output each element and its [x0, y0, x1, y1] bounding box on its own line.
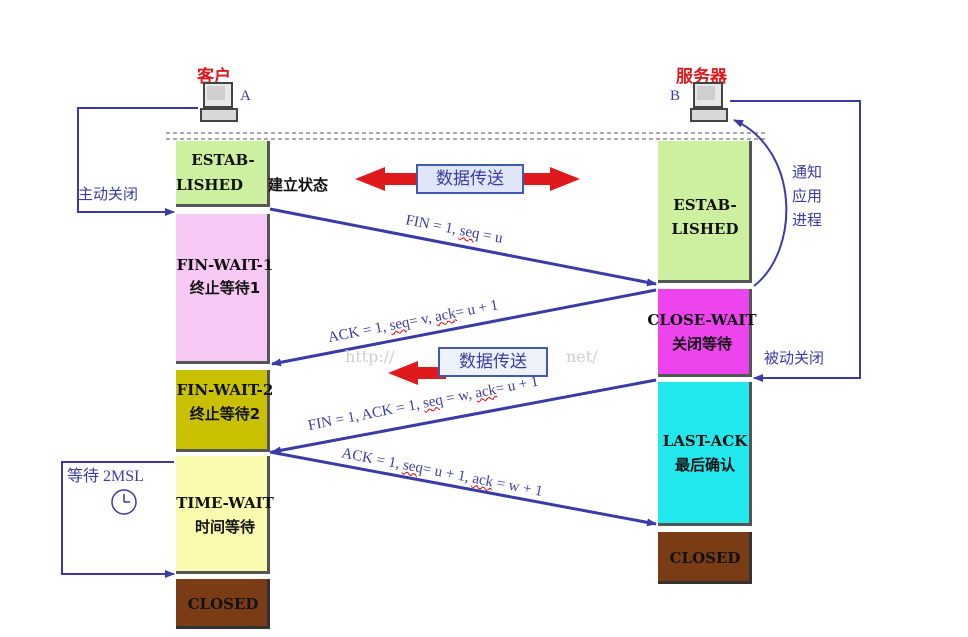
client-fin-wait-2-line2: 终止等待2: [189, 405, 261, 423]
server-state-last-ack: [658, 382, 752, 526]
client-fin-wait-1-line1: FIN-WAIT-1: [176, 256, 274, 274]
client-state-closed: [176, 579, 270, 629]
client-time-wait-line1: TIME-WAIT: [176, 494, 274, 512]
client-fin-wait-1-line2: 终止等待1: [189, 279, 261, 297]
client-state-fin-wait-1: [176, 214, 270, 364]
client-established-suffix: 建立状态: [268, 176, 329, 194]
server-last-ack-line1: LAST-ACK: [662, 432, 748, 450]
server-letter: B: [670, 88, 681, 104]
data-transfer-box-middle: 数据传送: [438, 347, 548, 377]
server-close-wait-line1: CLOSE-WAIT: [647, 311, 757, 329]
server-state-established: [658, 141, 752, 283]
server-established-line2: LISHED: [671, 220, 739, 238]
notify-app-label: 通知 应用 进程: [792, 163, 823, 229]
watermark-left: http://: [345, 347, 395, 366]
data-transfer-box-top: 数据传送: [416, 164, 524, 194]
client-state-time-wait: [176, 456, 270, 574]
client-closed-label: CLOSED: [187, 595, 259, 613]
client-time-wait-line2: 时间等待: [194, 518, 255, 536]
client-fin-wait-2-line1: FIN-WAIT-2: [176, 381, 274, 399]
active-close-label: 主动关闭: [78, 185, 139, 203]
server-last-ack-line2: 最后确认: [674, 456, 735, 474]
client-established-line1: ESTAB-: [191, 151, 255, 169]
client-computer-icon: [200, 82, 238, 126]
passive-close-label: 被动关闭: [764, 349, 825, 367]
client-state-fin-wait-2: [176, 370, 270, 452]
server-computer-icon: [690, 82, 728, 126]
client-established-line2: LISHED: [176, 176, 244, 194]
client-letter: A: [240, 88, 251, 104]
server-state-close-wait: [658, 289, 752, 377]
server-established-line1: ESTAB-: [673, 196, 737, 214]
watermark-right: net/: [566, 347, 598, 366]
server-state-closed: [658, 532, 752, 584]
server-closed-label: CLOSED: [669, 549, 741, 567]
wait-2msl-label: 等待 2MSL: [67, 468, 144, 485]
client-state-established: [176, 141, 270, 207]
server-close-wait-line2: 关闭等待: [671, 335, 732, 353]
